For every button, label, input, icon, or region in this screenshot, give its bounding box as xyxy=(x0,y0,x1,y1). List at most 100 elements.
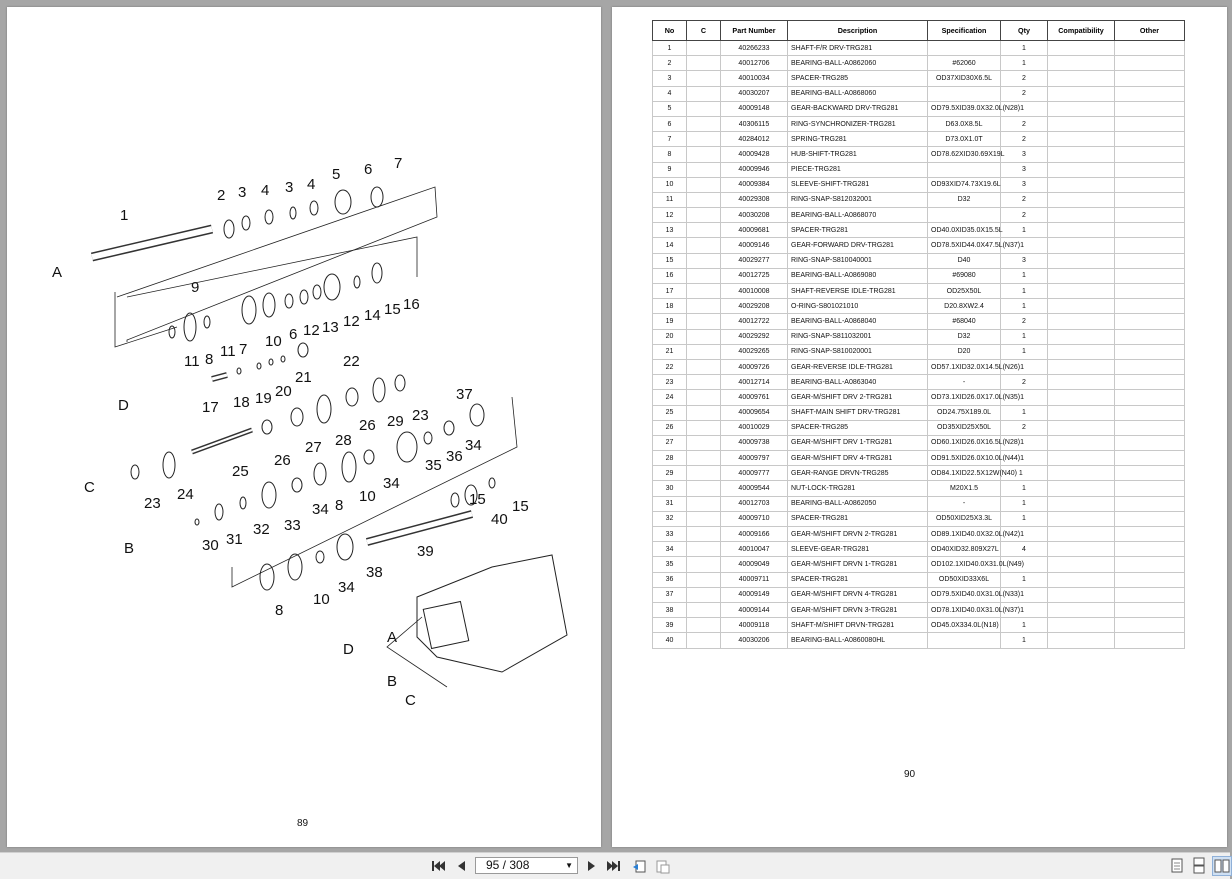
table-cell: 40009149 xyxy=(720,586,788,603)
callout-label: 17 xyxy=(202,399,219,416)
gear-part xyxy=(394,374,406,392)
table-cell: OD89.1XID40.0X32.0L(N42)1 xyxy=(927,525,1024,543)
table-cell: 2 xyxy=(652,55,687,72)
gear-part xyxy=(284,293,294,309)
table-cell: D63.0X8.5L xyxy=(927,115,1001,133)
callout-label: 10 xyxy=(265,333,282,350)
gear-part xyxy=(268,358,274,366)
callout-label: 21 xyxy=(295,369,312,386)
table-cell: 24 xyxy=(652,389,687,406)
gear-part xyxy=(372,377,386,403)
table-cell: 2 xyxy=(1000,207,1048,224)
table-cell: OD45.0X334.0L(N18) xyxy=(927,617,1001,634)
table-cell xyxy=(1047,525,1115,543)
table-cell xyxy=(1114,632,1185,649)
callout-label: 16 xyxy=(403,296,420,313)
table-cell xyxy=(686,434,721,452)
table-cell: 40009726 xyxy=(720,358,788,376)
callout-label: 40 xyxy=(491,511,508,528)
gear-part xyxy=(162,451,176,479)
table-cell: 1 xyxy=(1000,571,1048,588)
table-cell xyxy=(1114,495,1185,512)
table-cell xyxy=(686,419,721,436)
table-cell: 1 xyxy=(1000,480,1048,497)
gear-part xyxy=(464,484,478,506)
table-cell: GEAR-M/SHIFT DRVN 4-TRG281 xyxy=(787,586,928,603)
table-cell xyxy=(1047,480,1115,497)
table-cell xyxy=(1114,601,1185,619)
two-page-view-button[interactable] xyxy=(1212,856,1232,876)
table-cell: 5 xyxy=(652,100,687,117)
go-back-button[interactable] xyxy=(630,857,648,875)
table-cell: 6 xyxy=(652,115,687,133)
table-cell xyxy=(1114,55,1185,72)
previous-page-icon xyxy=(458,861,465,871)
group-outline xyxy=(231,396,518,588)
table-cell xyxy=(686,586,721,603)
table-cell xyxy=(1047,358,1115,376)
table-cell: 2 xyxy=(1000,115,1048,133)
table-cell: OD50XID33X6L xyxy=(927,571,1001,588)
first-page-button[interactable] xyxy=(430,857,446,875)
table-cell xyxy=(1114,404,1185,421)
table-cell xyxy=(1114,450,1185,467)
table-cell: 26 xyxy=(652,419,687,436)
table-cell xyxy=(1047,586,1115,603)
callout-label: 13 xyxy=(322,319,339,336)
single-page-view-button[interactable] xyxy=(1170,857,1184,875)
callout-label: 26 xyxy=(359,417,376,434)
table-cell xyxy=(927,207,1001,224)
page-indicator: 95 / 308 xyxy=(486,858,530,872)
table-cell: 1 xyxy=(1000,39,1048,57)
table-cell: 40 xyxy=(652,632,687,649)
callout-label: 15 xyxy=(469,491,486,508)
table-cell xyxy=(1114,358,1185,376)
table-cell xyxy=(1047,222,1115,239)
table-cell: 2 xyxy=(1000,191,1048,209)
table-cell xyxy=(1047,298,1115,315)
shaft-highlight xyxy=(91,226,213,260)
gear-part xyxy=(323,273,341,301)
table-cell: 30 xyxy=(652,480,687,497)
table-cell xyxy=(1047,343,1115,360)
table-cell xyxy=(1114,313,1185,330)
table-cell: 40009144 xyxy=(720,601,788,619)
gear-part xyxy=(183,312,197,342)
continuous-view-button[interactable] xyxy=(1192,857,1206,875)
table-cell: 2 xyxy=(1000,313,1048,330)
callout-label: 8 xyxy=(335,497,343,514)
table-cell xyxy=(1114,434,1185,452)
callout-label: 10 xyxy=(313,591,330,608)
table-cell: BEARING-BALL-A0862050 xyxy=(787,495,928,512)
table-cell: 40009146 xyxy=(720,237,788,254)
go-forward-button[interactable] xyxy=(654,857,672,875)
table-cell: 40030208 xyxy=(720,207,788,224)
table-cell: 40009777 xyxy=(720,465,788,482)
group-outline xyxy=(126,236,418,298)
table-cell: 31 xyxy=(652,495,687,512)
table-cell: GEAR-FORWARD DRV-TRG281 xyxy=(787,237,928,254)
table-cell: 40029292 xyxy=(720,328,788,345)
next-page-button[interactable] xyxy=(585,857,599,875)
table-cell: OD78.5XID44.0X47.5L(N37)1 xyxy=(927,237,1024,254)
page-number-selector[interactable]: 95 / 308 ▼ xyxy=(475,857,578,874)
table-cell: OD78.1XID40.0X31.0L(N37)1 xyxy=(927,601,1024,619)
table-cell: D32 xyxy=(927,191,1001,209)
table-cell xyxy=(1047,632,1115,649)
table-cell: 40284012 xyxy=(720,131,788,148)
table-cell: OD37XID30X6.5L xyxy=(927,70,1001,87)
callout-label: C xyxy=(405,692,416,709)
last-page-button[interactable] xyxy=(606,857,622,875)
gear-part xyxy=(312,284,322,300)
gear-part xyxy=(289,206,297,220)
table-cell: 40009711 xyxy=(720,571,788,588)
last-page-icon xyxy=(607,861,620,871)
callout-label: D xyxy=(118,397,129,414)
previous-page-button[interactable] xyxy=(454,857,468,875)
table-cell: 2 xyxy=(1000,419,1048,436)
table-cell: OD40XID32.809X27L xyxy=(927,541,1001,558)
callout-label: 2 xyxy=(217,187,225,204)
